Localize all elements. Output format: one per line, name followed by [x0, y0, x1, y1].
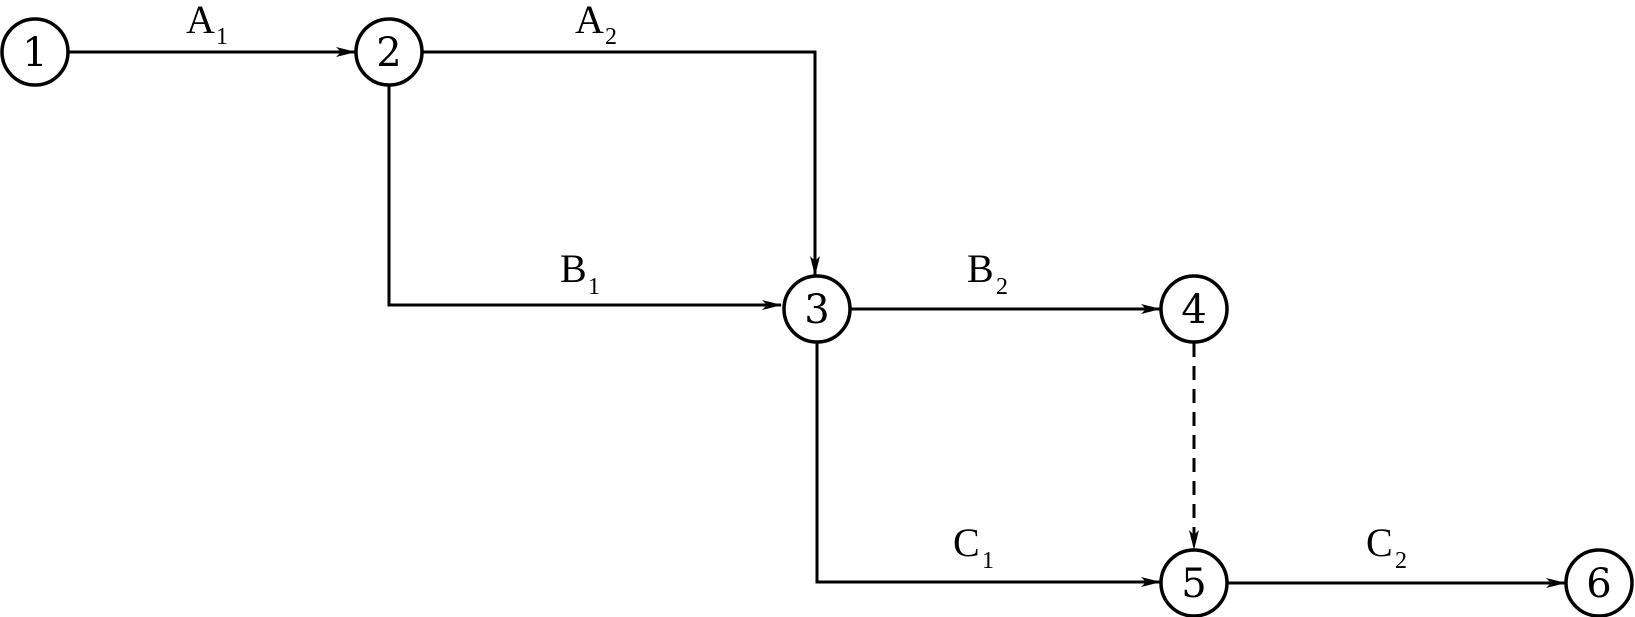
label-a1: A 1	[186, 0, 228, 50]
label-a2-sub: 2	[605, 24, 617, 50]
label-c1-letter: C	[953, 520, 980, 565]
label-a2-letter: A	[575, 0, 604, 42]
label-b1-letter: B	[560, 246, 587, 291]
label-c2: C 2	[1366, 520, 1407, 574]
label-c2-sub: 2	[1395, 548, 1407, 574]
edge-b1	[387, 86, 782, 310]
label-a1-letter: A	[186, 0, 215, 42]
node-2: 2	[354, 17, 424, 87]
label-a1-sub: 1	[216, 24, 228, 50]
label-c1-sub: 1	[982, 548, 994, 574]
label-b1: B 1	[560, 246, 600, 300]
node-1: 1	[0, 17, 70, 87]
node-4-label: 4	[1181, 287, 1206, 333]
node-5: 5	[1159, 548, 1229, 617]
label-a2: A 2	[575, 0, 617, 50]
node-1-label: 1	[22, 30, 47, 76]
node-2-label: 2	[376, 30, 401, 76]
label-b2-sub: 2	[996, 274, 1008, 300]
node-6: 6	[1564, 548, 1634, 617]
label-c2-letter: C	[1366, 520, 1393, 565]
node-4: 4	[1159, 274, 1229, 344]
node-6-label: 6	[1586, 561, 1611, 607]
edge-a2	[423, 50, 820, 276]
node-5-label: 5	[1181, 561, 1206, 607]
label-b1-sub: 1	[588, 274, 600, 300]
label-b2: B 2	[967, 246, 1008, 300]
label-b2-letter: B	[967, 246, 994, 291]
label-c1: C 1	[953, 520, 994, 574]
node-3-label: 3	[804, 287, 829, 333]
edge-c1	[815, 343, 1161, 587]
node-3: 3	[782, 274, 852, 344]
